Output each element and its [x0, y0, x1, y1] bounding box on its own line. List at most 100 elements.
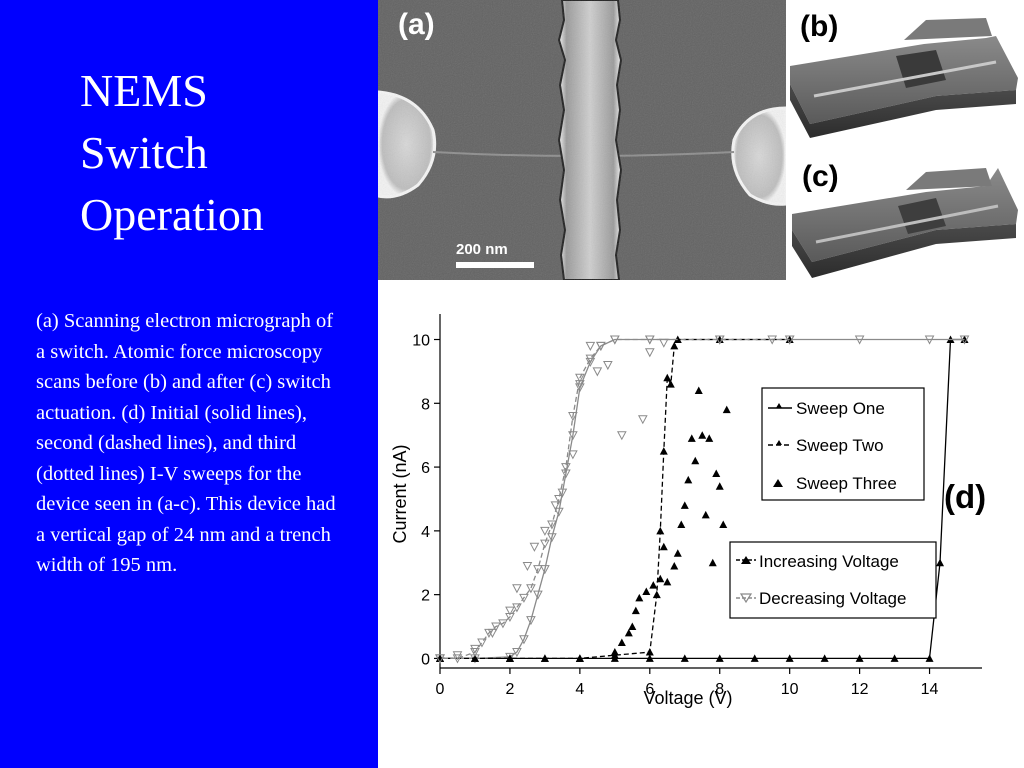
data-point [624, 628, 633, 637]
data-point [512, 648, 522, 658]
data-point [568, 431, 578, 441]
data-point [585, 341, 596, 351]
panel-d-label: (d) [944, 478, 986, 515]
afm-scan-before [790, 18, 1018, 138]
x-tick-label: 14 [921, 681, 939, 698]
data-point [663, 373, 672, 382]
data-point [477, 638, 487, 648]
title-line: Operation [80, 189, 264, 240]
data-point [714, 335, 725, 345]
data-point [526, 584, 536, 594]
title-line: NEMS [80, 65, 208, 116]
data-point [673, 335, 682, 344]
data-point [691, 456, 700, 465]
data-point [924, 335, 935, 345]
data-point [925, 654, 934, 662]
data-point [470, 644, 480, 654]
data-point [512, 584, 522, 594]
data-point [575, 654, 584, 662]
legend-increasing: Increasing Voltage [759, 552, 899, 571]
data-point [505, 652, 515, 662]
legend-marker-up [741, 556, 751, 564]
slide-title: NEMS Switch Operation [80, 60, 370, 246]
data-point [585, 354, 596, 364]
data-point [722, 405, 731, 414]
data-point [960, 335, 969, 344]
data-point [540, 539, 550, 549]
data-point [854, 335, 865, 345]
sem-noise [378, 0, 786, 280]
data-point [554, 494, 564, 505]
legend-sweep-three: Sweep Three [796, 474, 897, 493]
legend-sweep-one: Sweep One [796, 399, 885, 418]
scale-bar-label: 200 nm [456, 241, 508, 258]
data-point [677, 520, 686, 528]
data-point [540, 526, 550, 536]
data-point [610, 648, 619, 656]
data-point [568, 412, 578, 422]
data-point [505, 612, 515, 623]
legend-marker [776, 403, 782, 408]
data-point [890, 654, 899, 662]
sem-micrograph: (a) 200 nm [378, 0, 786, 280]
legend-marker [773, 479, 783, 487]
y-tick-label: 2 [421, 588, 430, 605]
data-point [575, 380, 585, 390]
data-point [820, 654, 829, 662]
data-point [680, 501, 689, 509]
data-point [659, 447, 668, 455]
data-point [547, 520, 557, 530]
x-tick-label: 4 [575, 681, 584, 698]
y-tick-label: 8 [421, 396, 430, 413]
data-point [526, 616, 536, 626]
data-point [505, 606, 515, 616]
data-point [540, 654, 549, 662]
data-point [452, 651, 463, 661]
x-tick-label: 8 [715, 681, 724, 698]
data-point [547, 533, 557, 543]
data-point [529, 542, 540, 552]
data-point [719, 520, 728, 528]
data-point [487, 628, 498, 638]
data-point [715, 654, 724, 662]
data-point [512, 603, 522, 613]
data-point [491, 622, 501, 632]
data-point [435, 654, 445, 664]
legend-sweeps: Sweep One Sweep Two Sweep Three [761, 387, 925, 501]
title-line: Switch [80, 127, 208, 178]
data-point [596, 341, 606, 351]
data-point [645, 654, 654, 662]
data-point [519, 593, 529, 603]
data-point [750, 654, 759, 662]
panel-b-label: (b) [800, 10, 838, 43]
data-point [656, 574, 665, 583]
data-point [936, 558, 945, 567]
data-point [698, 431, 707, 439]
data-point [592, 367, 603, 377]
data-point [617, 638, 626, 646]
data-point [554, 507, 564, 517]
data-point [708, 558, 717, 567]
data-point [561, 463, 571, 473]
data-point [631, 606, 640, 615]
scale-bar [456, 262, 534, 268]
data-point [670, 341, 679, 350]
x-tick-label: 12 [851, 681, 869, 698]
legend-direction: Increasing Voltage Decreasing Voltage [729, 541, 937, 619]
data-point [684, 475, 693, 484]
data-point [603, 361, 613, 371]
data-point [658, 338, 669, 348]
legend-marker-down [739, 593, 753, 604]
data-point [635, 593, 644, 602]
data-point [519, 635, 529, 645]
data-point [616, 431, 627, 441]
y-tick-label: 4 [421, 524, 430, 541]
data-point [575, 383, 585, 393]
data-point [642, 587, 651, 595]
data-point [959, 335, 970, 345]
data-point [694, 386, 703, 395]
legend-decreasing: Decreasing Voltage [759, 589, 906, 608]
data-point [652, 590, 661, 599]
